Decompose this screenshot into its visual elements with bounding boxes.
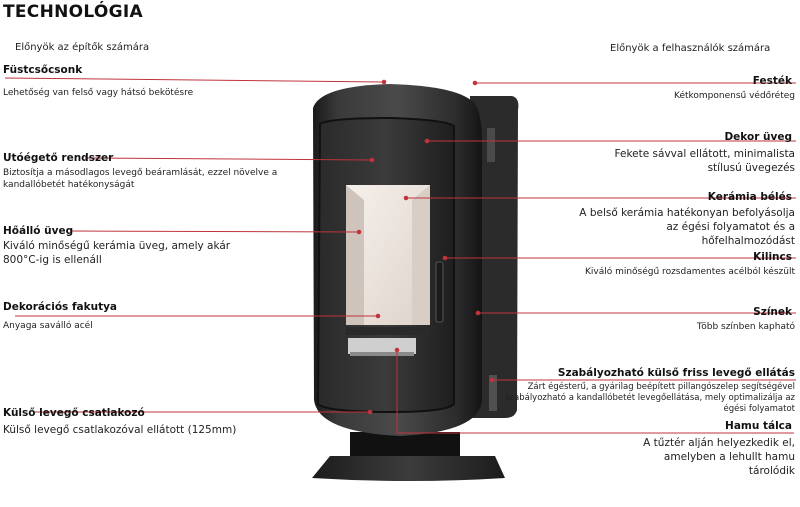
callout-label-paint: Festék xyxy=(752,75,792,87)
callout-desc-flue-collar: Lehetőség van felső vagy hátsó bekötésre xyxy=(3,88,194,98)
subtitle-users: Előnyök a felhasználók számára xyxy=(610,43,771,54)
callout-desc-handle: Kiváló minőségű rozsdamentes acélból kés… xyxy=(584,267,795,277)
callout-desc-decor-glass: Fekete sávval ellátott, minimalista stíl… xyxy=(614,148,795,174)
callout-desc-fresh-air: Zárt égésterű, a gyárilag beépített pill… xyxy=(505,382,795,414)
callout-label-ceramic-lining: Kerámia bélés xyxy=(707,191,792,203)
callout-desc-heat-glass: Kiváló minőségű kerámia üveg, amely akár… xyxy=(3,240,231,266)
callout-desc-ash-tray: A tűztér alján helyezkedik el, amelyben … xyxy=(643,437,795,477)
callout-desc-colors: Több színben kapható xyxy=(696,322,795,332)
callout-label-fire-dog: Dekorációs fakutya xyxy=(3,301,118,313)
page-title: TECHNOLÓGIA xyxy=(3,2,144,22)
stove-plinth xyxy=(350,432,460,458)
callout-desc-air-connector: Külső levegő csatlakozóval ellátott (125… xyxy=(3,424,237,436)
callout-label-ash-tray: Hamu tálca xyxy=(725,420,792,432)
callout-label-afterburner: Utóégető rendszer xyxy=(3,152,114,164)
callout-desc-ceramic-lining: A belső kerámia hatékonyan befolyásolja … xyxy=(579,207,795,247)
callout-label-handle: Kilincs xyxy=(753,251,792,263)
callout-desc-paint: Kétkomponensű védőréteg xyxy=(673,91,795,101)
subtitle-builders: Előnyök az építők számára xyxy=(15,42,150,53)
callout-label-colors: Színek xyxy=(753,306,792,318)
callout-label-air-connector: Külső levegő csatlakozó xyxy=(3,407,145,419)
callout-desc-fire-dog: Anyaga saválló acél xyxy=(3,321,93,331)
stove-side-panel xyxy=(470,96,519,418)
callout-label-heat-glass: Hőálló üveg xyxy=(3,225,74,237)
callout-label-decor-glass: Dekor üveg xyxy=(724,131,792,143)
callout-desc-afterburner: Biztosítja a másodlagos levegő beáramlás… xyxy=(3,168,278,190)
callout-label-fresh-air: Szabályozható külső friss levegő ellátás xyxy=(557,367,795,379)
door-handle xyxy=(435,261,444,323)
callout-label-flue-collar: Füstcsőcsonk xyxy=(3,64,83,76)
ash-tray xyxy=(348,338,416,354)
stove-base-plate xyxy=(312,456,505,481)
